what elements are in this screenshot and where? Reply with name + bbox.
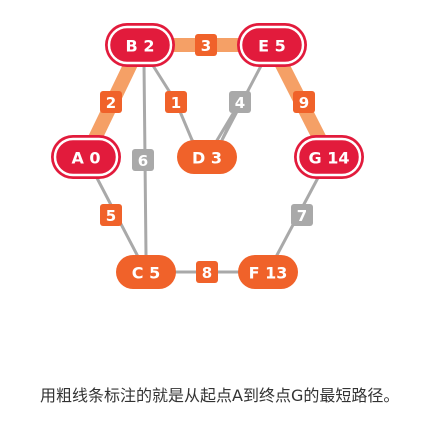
edge-weight-D-E: 4 (229, 91, 251, 113)
edge-weight-badges: 3 2 1 4 9 6 5 7 8 (100, 34, 315, 283)
edge-weight-label: 4 (235, 94, 245, 112)
node-label: G 14 (309, 149, 350, 168)
edge-weight-label: 3 (201, 37, 211, 55)
edge-weight-label: 8 (202, 264, 212, 282)
node-C: C 5 (116, 255, 176, 289)
node-F: F 13 (238, 255, 298, 289)
node-label: A 0 (71, 149, 100, 168)
edge-weight-G-F: 7 (291, 204, 313, 226)
edge-weight-B-E: 3 (195, 34, 217, 56)
node-label: C 5 (132, 264, 160, 283)
edge-weight-label: 9 (299, 94, 309, 112)
caption-text: 用粗线条标注的就是从起点A到终点G的最短路径。 (40, 386, 400, 405)
edge-weight-C-F: 8 (196, 261, 218, 283)
nodes-layer: B 2 E 5 A 0 D 3 G 14 C 5 F 13 (51, 23, 364, 289)
edge-weight-E-G: 9 (293, 91, 315, 113)
node-D: D 3 (177, 140, 237, 174)
edge-weight-label: 2 (106, 94, 116, 112)
node-A: A 0 (51, 135, 121, 179)
node-G: G 14 (294, 135, 364, 179)
edge-weight-B-C: 6 (132, 149, 154, 171)
node-label: E 5 (258, 37, 286, 56)
edge-weight-A-B: 2 (100, 91, 122, 113)
node-label: B 2 (126, 37, 155, 56)
edge-weight-A-C: 5 (100, 204, 122, 226)
edge-weight-label: 7 (297, 207, 307, 225)
edge-weight-label: 6 (138, 152, 148, 170)
node-label: D 3 (192, 149, 222, 168)
edge-weight-B-D: 1 (165, 91, 187, 113)
edge-weight-label: 1 (171, 94, 181, 112)
edge-weight-label: 5 (106, 207, 116, 225)
node-E: E 5 (237, 23, 307, 67)
node-label: F 13 (249, 264, 288, 283)
node-B: B 2 (105, 23, 175, 67)
shortest-path-graph: 3 2 1 4 9 6 5 7 8 B 2 E 5 A 0 D 3 G 14 C 5 F 13 (51, 23, 364, 289)
